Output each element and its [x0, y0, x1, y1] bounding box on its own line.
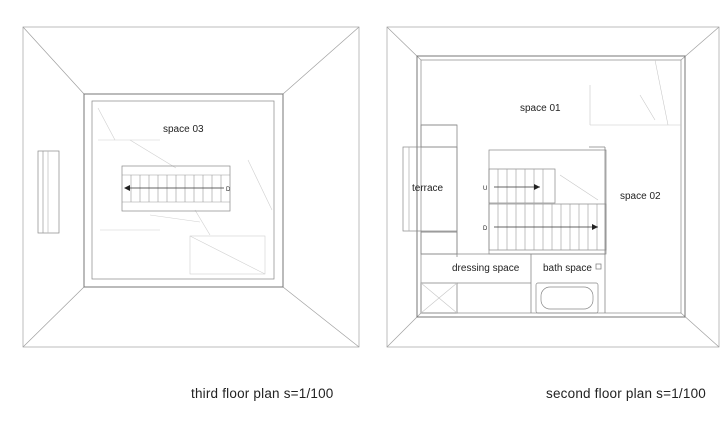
room-label-dressing-space: dressing space: [452, 263, 520, 274]
roof-outline: [386, 26, 720, 348]
stair-up-arrow: [534, 184, 540, 190]
bathtub: [535, 282, 599, 314]
stair-second: [488, 149, 607, 255]
stair-direction-arrow: [124, 185, 130, 191]
stair-third: [121, 165, 231, 212]
roof-outline: [22, 26, 360, 348]
stair-down-arrow: [592, 224, 598, 230]
room-label-space-01: space 01: [520, 103, 561, 114]
stair-down-label: D: [226, 187, 231, 193]
exterior-wall-outer: [416, 55, 686, 318]
room-outer-wall: [83, 93, 284, 288]
second-floor-plan: [386, 26, 720, 348]
stair-up-label: U: [483, 186, 487, 192]
room-label-terrace: terrace: [412, 183, 444, 194]
room-inner-wall: [91, 100, 275, 280]
third-floor-plan: [22, 26, 360, 348]
second-floor-caption: second floor plan s=1/100: [546, 386, 706, 401]
stair-down-label: D: [483, 226, 488, 232]
room-label-space-02: space 02: [620, 191, 661, 202]
room-label-space-03: space 03: [163, 124, 204, 135]
room-label-bath-space: bath space: [543, 263, 592, 274]
side-window: [37, 150, 60, 234]
third-floor-caption: third floor plan s=1/100: [191, 386, 334, 401]
terrace: [402, 146, 458, 232]
